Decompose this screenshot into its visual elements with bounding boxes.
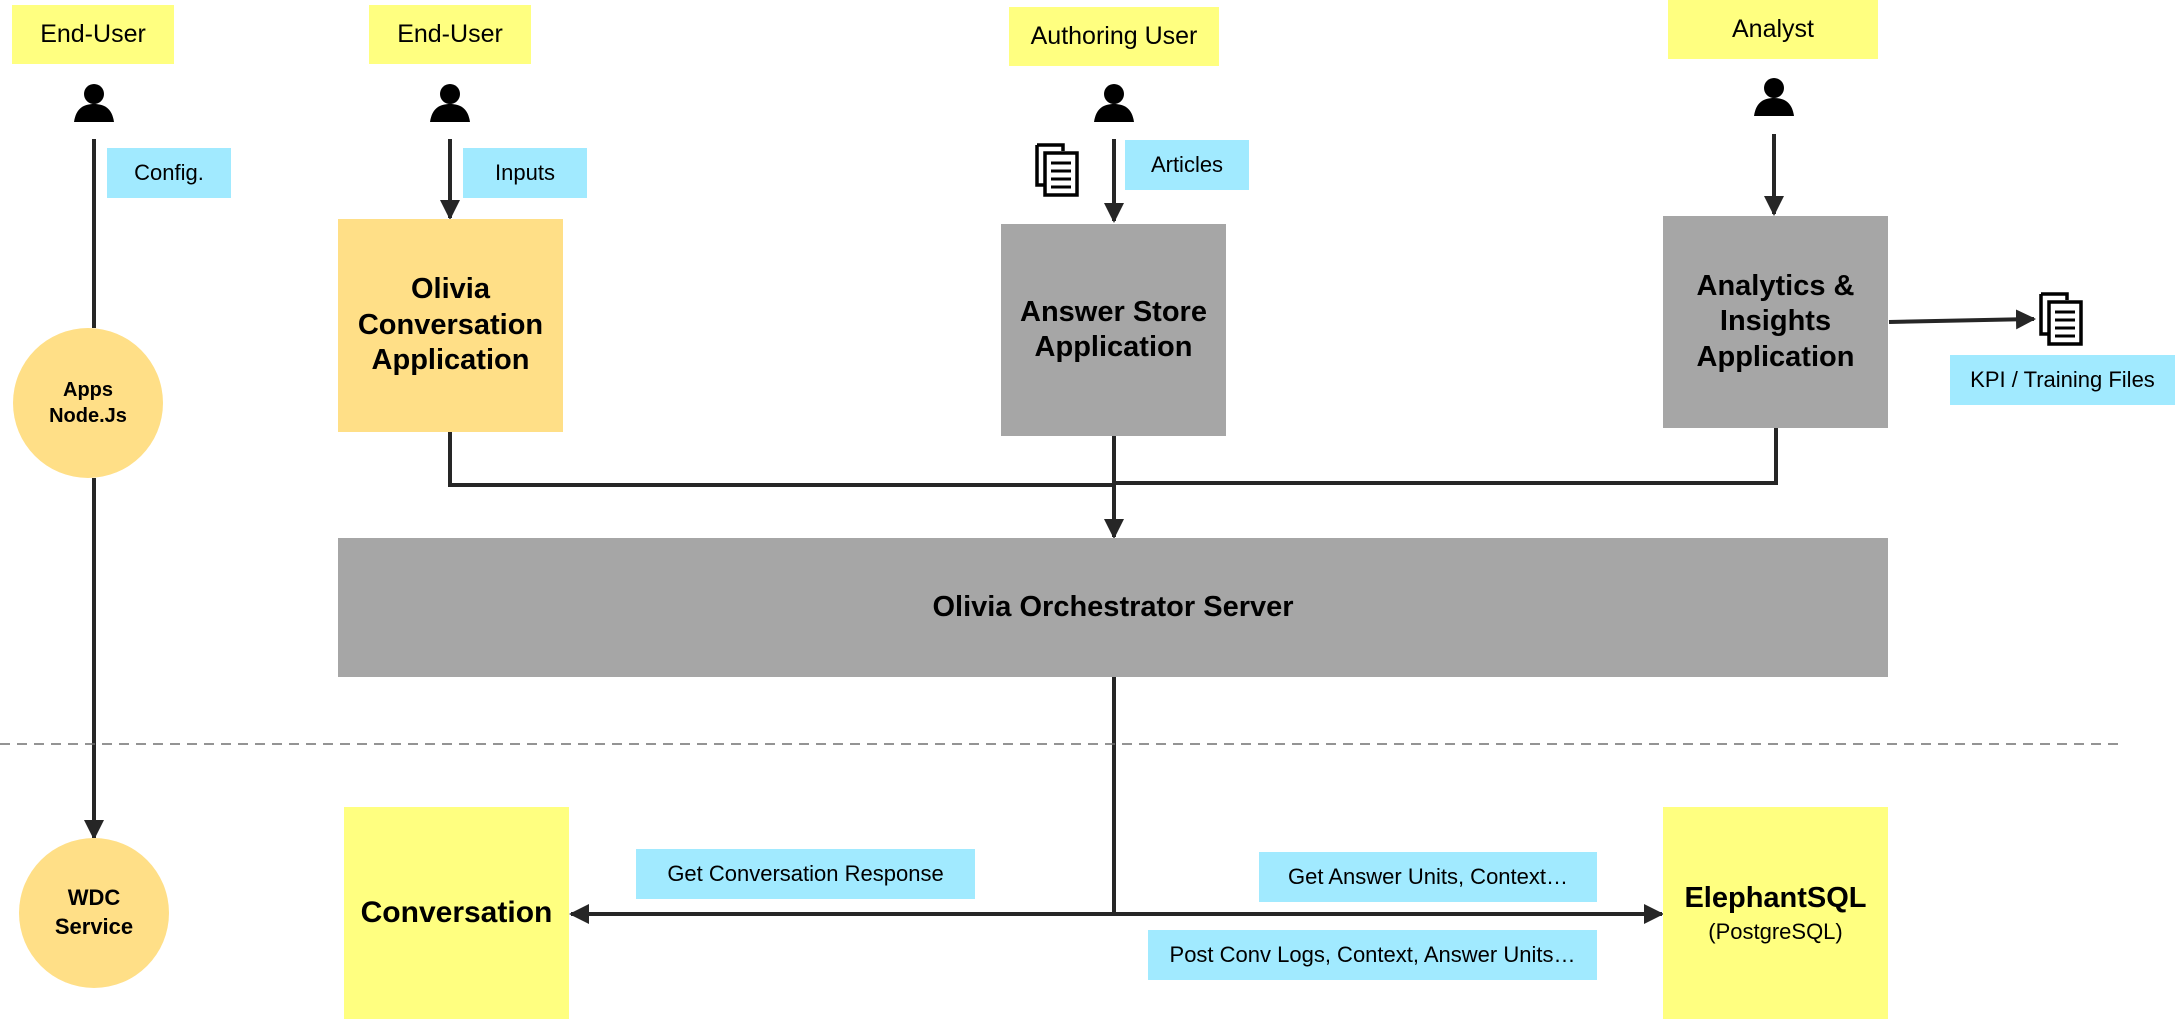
analytics-bus — [1114, 428, 1778, 485]
person-icon — [1094, 84, 1134, 122]
documents-icon — [2039, 292, 2083, 346]
flow-label-get-answer-units: Get Answer Units, Context… — [1259, 852, 1597, 902]
analytics-insights-application: Analytics & Insights Application — [1663, 216, 1888, 428]
flow-label-kpi-training-files: KPI / Training Files — [1950, 355, 2175, 405]
kpi-export-arrow — [1888, 309, 2036, 330]
elephantsql-database: ElephantSQL (PostgreSQL) — [1663, 807, 1888, 1019]
component-title-line: Application — [1696, 340, 1855, 373]
component-title-line: Application — [1034, 331, 1193, 363]
person-icon — [1754, 78, 1794, 116]
flow-label-config: Config. — [107, 148, 231, 198]
wdc-service-node: WDC Service — [19, 838, 169, 988]
actor-label-end-user-left: End-User — [12, 5, 174, 64]
conversation-app-bus — [448, 432, 1114, 487]
flow-label-inputs: Inputs — [463, 148, 587, 198]
actor-label-end-user: End-User — [369, 5, 531, 64]
component-title-line: Insights — [1719, 305, 1832, 338]
flow-label-post-conv-logs: Post Conv Logs, Context, Answer Units… — [1148, 930, 1597, 980]
node-label-line: Node.Js — [49, 405, 127, 427]
olivia-orchestrator-server: Olivia Orchestrator Server — [338, 538, 1888, 677]
node-label-line: WDC — [67, 885, 121, 911]
flow-label-get-conversation-response: Get Conversation Response — [636, 849, 975, 899]
elephantsql-name: ElephantSQL — [1684, 881, 1867, 914]
conversation-service: Conversation — [344, 807, 569, 1019]
component-title-line: Conversation — [357, 308, 544, 341]
elephantsql-subtitle: (PostgreSQL) — [1708, 918, 1843, 944]
apps-nodejs-node: Apps Node.Js — [13, 328, 163, 478]
component-title-line: Analytics & — [1696, 269, 1855, 302]
component-title-line: Application — [371, 344, 530, 377]
answer-store-application: Answer Store Application — [1001, 224, 1226, 436]
component-title-line: Answer Store — [1020, 295, 1207, 328]
node-label-line: Apps — [63, 379, 113, 401]
person-icon — [74, 84, 114, 122]
actor-label-authoring-user: Authoring User — [1009, 7, 1219, 66]
olivia-conversation-application: Olivia Conversation Application — [338, 219, 563, 432]
component-title-line: Olivia — [411, 273, 490, 306]
node-label-line: Service — [54, 914, 134, 939]
flow-label-articles: Articles — [1125, 140, 1249, 190]
actor-label-analyst: Analyst — [1668, 0, 1878, 59]
documents-icon — [1035, 143, 1079, 197]
person-icon — [430, 84, 470, 122]
